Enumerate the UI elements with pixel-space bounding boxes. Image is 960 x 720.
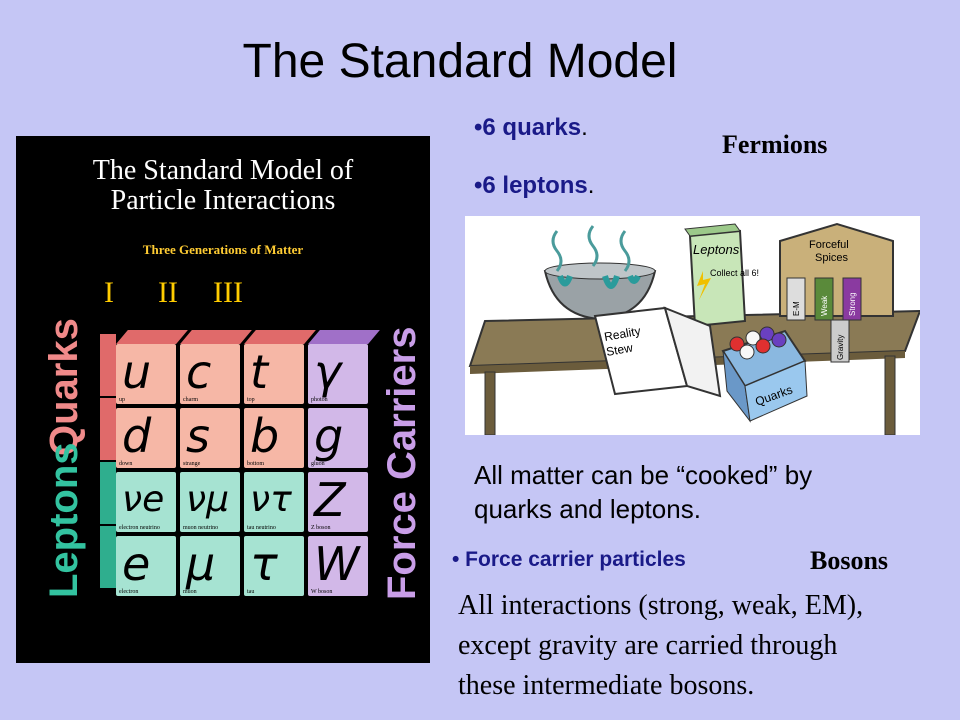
svg-text:Gravity: Gravity <box>836 335 845 360</box>
table-leg <box>484 371 496 436</box>
table-leg <box>884 355 896 436</box>
cell-top-face <box>116 330 188 344</box>
particle-symbol: u <box>122 345 152 399</box>
particle-symbol: Z <box>314 473 346 527</box>
particle-name: tau <box>247 589 255 595</box>
cell-top-face <box>244 330 316 344</box>
spice-jar-em <box>786 277 806 321</box>
generation-label: I <box>104 276 114 309</box>
bosons-label: Bosons <box>810 546 889 575</box>
particle-symbol: τ <box>250 537 278 591</box>
cell-side-face <box>100 526 116 588</box>
cell-top-face <box>180 330 252 344</box>
leptons-bullet: •6 leptons. <box>474 172 595 199</box>
spice-rack <box>779 222 894 317</box>
particle-symbol: t <box>250 345 269 399</box>
slide-title: The Standard Model <box>242 35 678 88</box>
collect-label: Collect all 6! <box>710 268 759 278</box>
cell-side-face <box>100 334 116 396</box>
cell-side-face <box>100 462 116 524</box>
particle-symbol: d <box>122 409 152 463</box>
spices-label: Forceful <box>809 239 849 251</box>
particle-symbol: νμ <box>186 479 230 520</box>
cooked-text: All matter can be “cooked” by quarks and… <box>474 460 813 524</box>
particle-name: charm <box>183 397 198 403</box>
leptons-label: Leptons <box>42 442 86 598</box>
recipe-book-page <box>663 306 722 398</box>
leptons-box-top <box>684 223 741 237</box>
standard-model-poster: The Standard Model of Particle Interacti… <box>16 136 430 663</box>
force-carrier-bullet: • Force carrier particles <box>452 548 686 571</box>
particle-name: muon neutrino <box>183 525 219 531</box>
particle-name: strange <box>183 461 201 467</box>
interactions-text: All interactions (strong, weak, EM), exc… <box>458 590 864 701</box>
particle-name: top <box>247 397 255 403</box>
particle-symbol: μ <box>186 537 216 591</box>
cell-top-face <box>308 330 380 344</box>
spice-jar-gravity <box>830 319 850 363</box>
particle-name: electron <box>119 589 139 595</box>
particle-name: muon <box>183 589 197 595</box>
particle-symbol: b <box>250 409 280 463</box>
particle-name: Z boson <box>311 525 331 531</box>
generation-label: III <box>213 276 243 309</box>
particle-symbol: νe <box>122 479 165 520</box>
particle-name: gluon <box>311 461 325 467</box>
quark-balls <box>729 326 787 360</box>
particle-name: electron neutrino <box>119 525 160 531</box>
svg-text:Weak: Weak <box>820 295 829 316</box>
spice-jar-weak <box>814 277 834 321</box>
particle-cell: ντ tau neutrino <box>244 472 304 532</box>
particle-symbol: s <box>186 409 210 463</box>
quarks-label: Quarks <box>42 318 86 456</box>
particle-cell: νe electron neutrino <box>116 472 176 532</box>
book-title: Stew <box>605 340 634 358</box>
leptons-box-label: Leptons <box>693 242 740 257</box>
poster-title: The Standard Model of Particle Interacti… <box>92 155 354 216</box>
quarks-bullet: •6 quarks. <box>474 114 588 141</box>
cell-side-face <box>100 398 116 460</box>
particle-name: tau neutrino <box>247 525 276 531</box>
particle-name: down <box>119 461 133 467</box>
particle-symbol: g <box>314 409 344 463</box>
svg-text:E-M: E-M <box>792 301 801 316</box>
particle-name: bottom <box>247 461 265 467</box>
reality-stew-cartoon: Leptons Collect all 6! Forceful Spices E… <box>465 216 922 436</box>
svg-text:Strong: Strong <box>848 292 857 316</box>
fermions-label: Fermions <box>722 130 828 159</box>
spices-label: Spices <box>815 252 849 264</box>
poster-subtitle: Three Generations of Matter <box>142 242 304 257</box>
particle-symbol: γ <box>314 345 342 399</box>
particle-name: photon <box>311 397 328 403</box>
force-carriers-label: Force Carriers <box>380 326 424 600</box>
kitchen-table-illustration: Leptons Collect all 6! Forceful Spices E… <box>468 222 922 436</box>
quarks-box-front <box>744 360 808 422</box>
particle-symbol: ντ <box>250 479 292 520</box>
steam-wisps <box>551 225 631 272</box>
particle-name: up <box>119 397 125 403</box>
particle-name: W boson <box>311 589 333 595</box>
generation-label: II <box>158 276 178 309</box>
particle-symbol: c <box>186 345 212 399</box>
particle-symbol: W <box>314 537 360 591</box>
lightning-icon <box>697 271 711 300</box>
particle-symbol: e <box>122 537 151 591</box>
spice-jar-strong <box>842 277 862 321</box>
book-title: Reality <box>603 324 642 344</box>
stew-drips <box>557 274 641 289</box>
particle-cell: νμ muon neutrino <box>180 472 240 532</box>
